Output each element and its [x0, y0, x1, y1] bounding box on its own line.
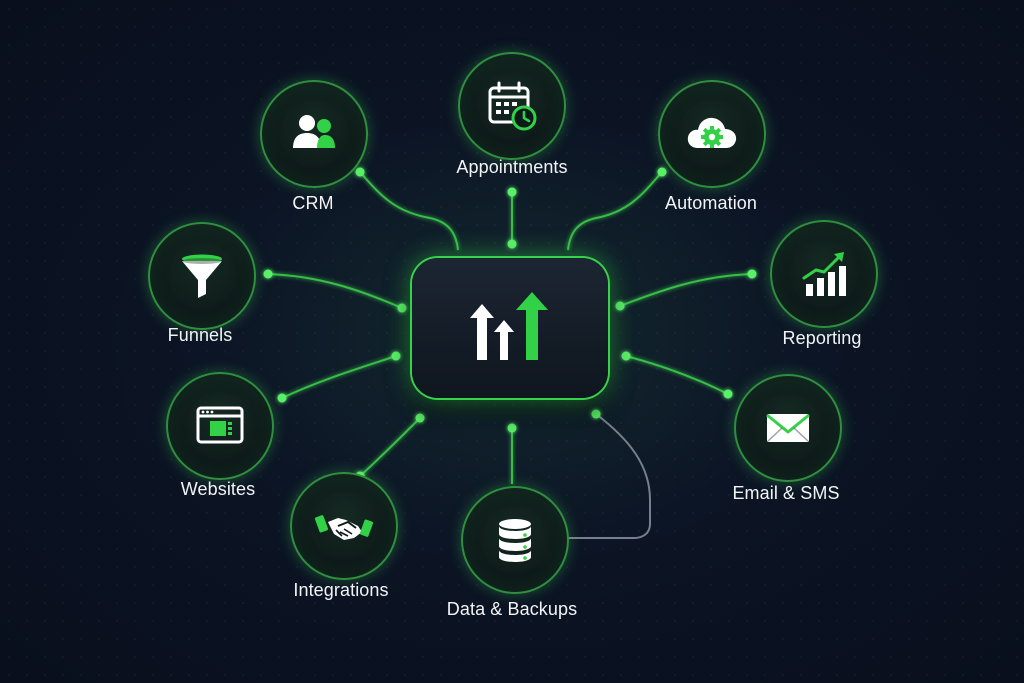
label-funnels: Funnels [167, 325, 233, 345]
node-funnels[interactable] [148, 222, 256, 330]
line-email [625, 355, 729, 395]
label-websites: Websites [180, 479, 256, 499]
dot [747, 269, 757, 279]
label-crm: CRM [292, 193, 334, 213]
line-websites [281, 355, 397, 399]
label-reporting: Reporting [782, 328, 862, 348]
dot [391, 351, 401, 361]
node-reporting[interactable] [770, 220, 878, 328]
central-hub[interactable] [412, 258, 608, 398]
dot [355, 167, 365, 177]
line-data-email [568, 413, 651, 539]
funnel-icon [182, 254, 222, 298]
node-data-backups[interactable] [461, 486, 569, 594]
database-icon [499, 519, 531, 562]
node-appointments[interactable] [458, 52, 566, 160]
label-integrations: Integrations [293, 580, 389, 600]
handshake-icon [314, 515, 374, 540]
calendar-clock-icon [488, 81, 537, 131]
dot [263, 269, 273, 279]
dot [621, 351, 631, 361]
cloud-gear-icon [687, 117, 737, 148]
line-funnels [267, 273, 403, 309]
bar-chart-trend-icon [802, 252, 846, 296]
node-automation[interactable] [658, 80, 766, 188]
envelope-icon [766, 413, 810, 442]
dot [397, 303, 407, 313]
users-icon [293, 115, 335, 148]
node-integrations[interactable] [290, 472, 398, 580]
line-integrations [359, 417, 421, 477]
browser-window-icon [196, 406, 244, 444]
line-automation [567, 171, 663, 251]
node-email-sms[interactable] [734, 374, 842, 482]
dot [415, 413, 425, 423]
growth-arrows-icon [470, 292, 548, 360]
label-automation: Automation [664, 193, 758, 213]
label-email-sms: Email & SMS [732, 483, 840, 503]
node-crm[interactable] [260, 80, 368, 188]
label-appointments: Appointments [456, 157, 568, 177]
line-crm [359, 171, 459, 251]
label-data-backups: Data & Backups [446, 599, 578, 619]
line-reporting [619, 273, 753, 307]
dot [507, 239, 517, 249]
node-websites[interactable] [166, 372, 274, 480]
dot [507, 187, 517, 197]
dot [657, 167, 667, 177]
dot [277, 393, 287, 403]
dot [507, 423, 517, 433]
dot [723, 389, 733, 399]
dot [591, 409, 601, 419]
dot [615, 301, 625, 311]
